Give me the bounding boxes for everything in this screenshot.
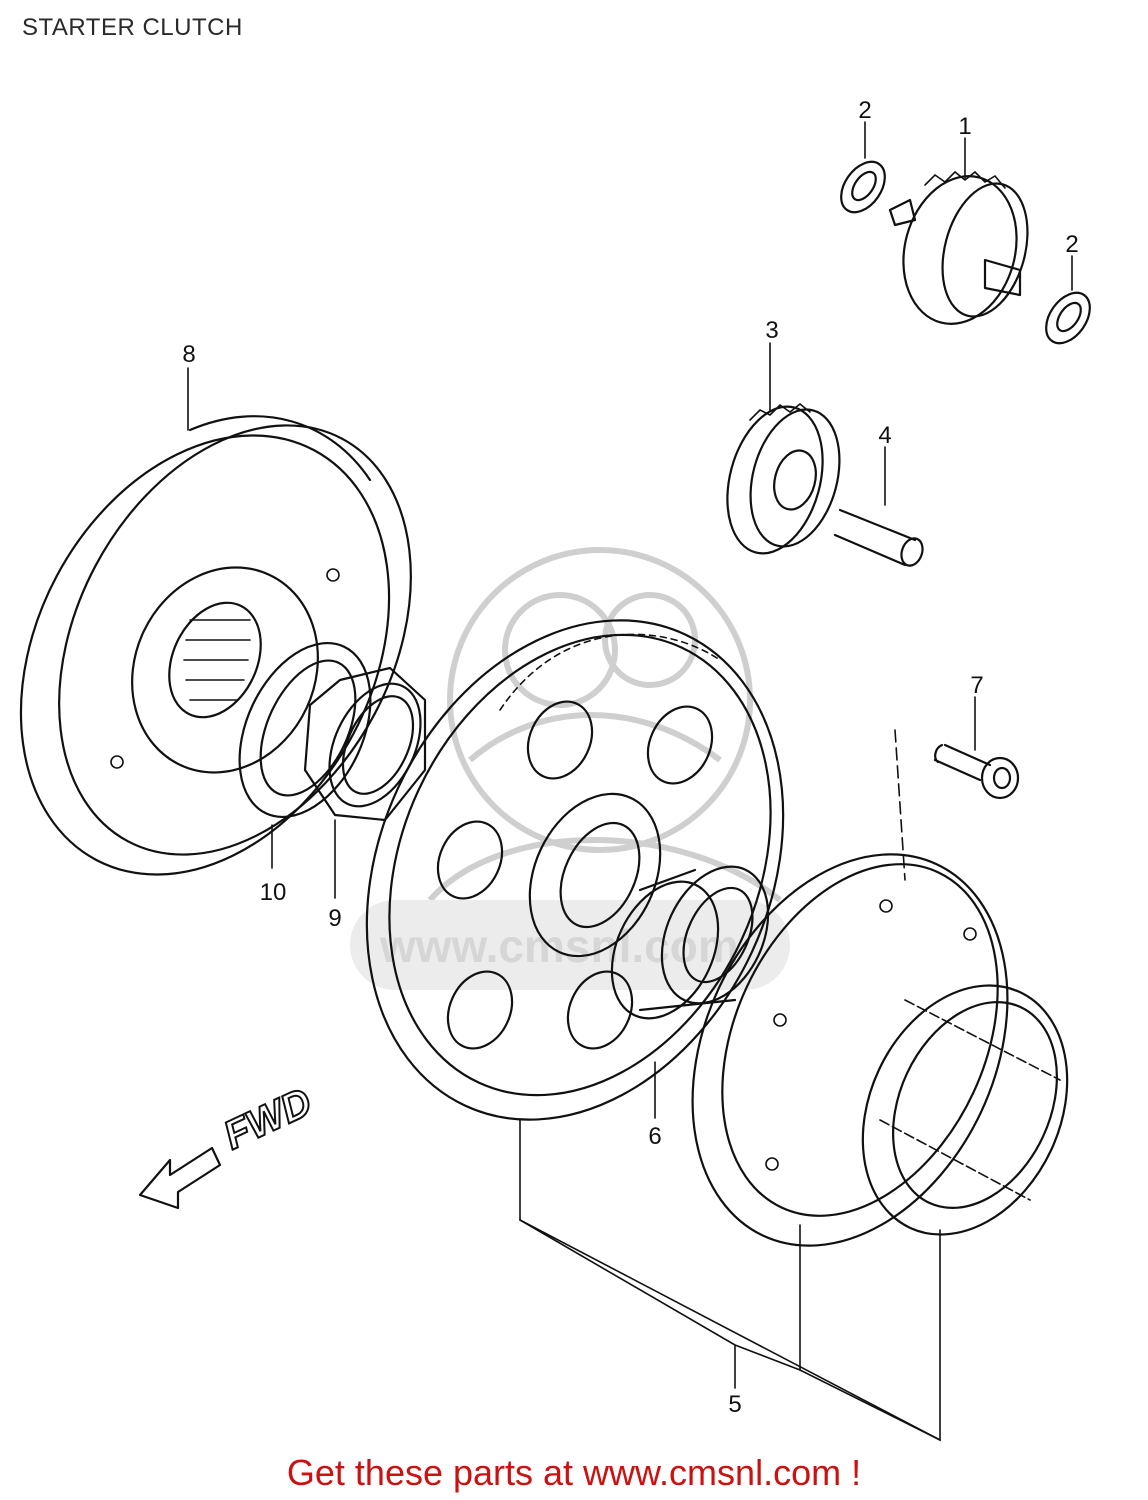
callout-8: 8 [182,341,195,368]
callout-labels: 1 2 2 3 4 5 6 7 8 9 10 [182,97,1078,1418]
part-4-shaft [833,508,924,567]
callout-2-right: 2 [1065,231,1078,258]
callout-4: 4 [878,422,891,449]
fwd-arrow: FWD [138,1079,319,1210]
callout-5: 5 [728,1391,741,1418]
fwd-label: FWD [217,1080,318,1158]
page-title: STARTER CLUTCH [22,14,243,41]
watermark-text: www.cmsnl.com [379,920,739,972]
footer-link-text[interactable]: Get these parts at www.cmsnl.com ! [286,1452,862,1493]
callout-6: 6 [648,1123,661,1150]
callout-3: 3 [765,317,778,344]
callout-9: 9 [328,905,341,932]
part-1-gear [888,170,1029,325]
callout-7: 7 [970,672,983,699]
part-large-gear [365,619,785,1121]
callout-10: 10 [260,879,287,906]
part-6-bearing [610,865,770,1020]
part-2-washer-right [1045,291,1091,345]
leader-lines [187,121,1073,1442]
part-5-clutch-housing [691,853,1069,1247]
part-3-idle-gear [726,402,841,555]
watermark-logo: www.cmsnl.com [350,547,790,990]
callout-1: 1 [958,113,971,140]
part-7-bolt [894,729,1020,881]
part-10-washer [238,641,372,819]
callout-2-top: 2 [858,97,871,124]
part-8-rotor [19,415,412,876]
part-2-washer-top [840,160,886,214]
